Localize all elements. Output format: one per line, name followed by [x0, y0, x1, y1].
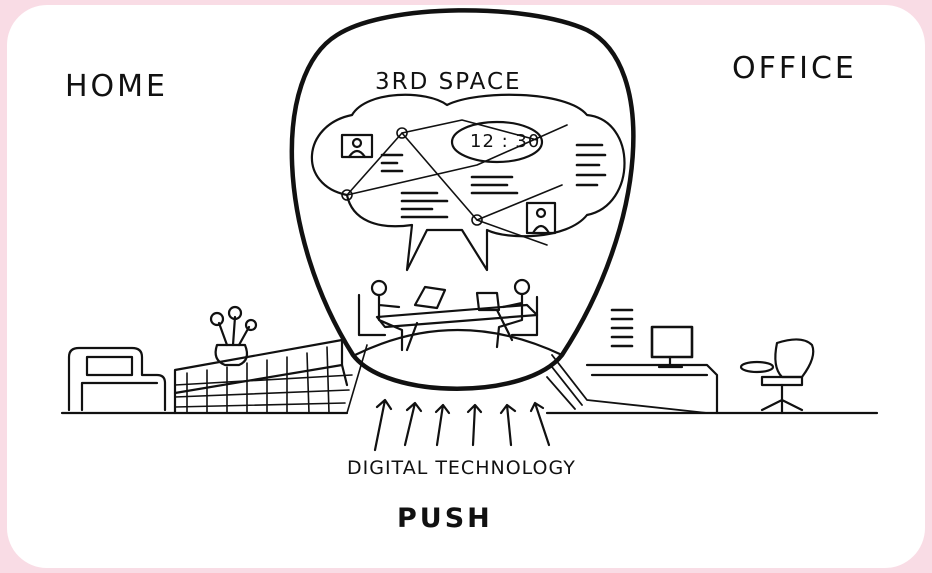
clock-bubble — [450, 120, 544, 164]
office-desk — [585, 308, 719, 415]
office-label: OFFICE — [732, 51, 857, 86]
up-arrow-icon — [529, 401, 551, 447]
flower-vase-icon — [209, 305, 258, 367]
home-grid-ramp — [174, 344, 368, 414]
network-graph — [341, 119, 568, 246]
inner-hill — [353, 329, 564, 357]
up-arrow-icon — [373, 398, 393, 452]
third-space-label: 3RD SPACE — [375, 69, 522, 95]
digital-technology-label: DIGITAL TECHNOLOGY — [347, 457, 576, 479]
push-label: PUSH — [397, 503, 493, 534]
desktop-monitor-icon — [650, 325, 694, 369]
office-chair-icon — [739, 338, 815, 415]
home-label: HOME — [65, 69, 169, 104]
person-photo-icon — [525, 201, 557, 235]
office-ramp — [546, 354, 708, 414]
person-photo-icon — [340, 133, 374, 159]
clock-time: 12 : 30 — [470, 131, 541, 152]
third-space-bubble — [289, 8, 636, 391]
third-space-sketch — [60, 8, 879, 452]
thought-cloud — [310, 93, 626, 272]
laptop-icon — [413, 285, 447, 310]
illustration-panel: HOME OFFICE 3RD SPACE 12 : 30 DIGITAL TE… — [7, 5, 925, 568]
worker-left — [357, 279, 404, 352]
armchair-icon — [67, 346, 167, 412]
laptop-icon — [475, 291, 501, 312]
up-arrow-icon — [466, 403, 483, 447]
up-arrow-icon — [434, 403, 451, 447]
up-arrow-icon — [403, 401, 423, 447]
text-lines — [380, 143, 607, 219]
worker-right — [495, 278, 539, 349]
up-arrow-icon — [499, 403, 517, 447]
